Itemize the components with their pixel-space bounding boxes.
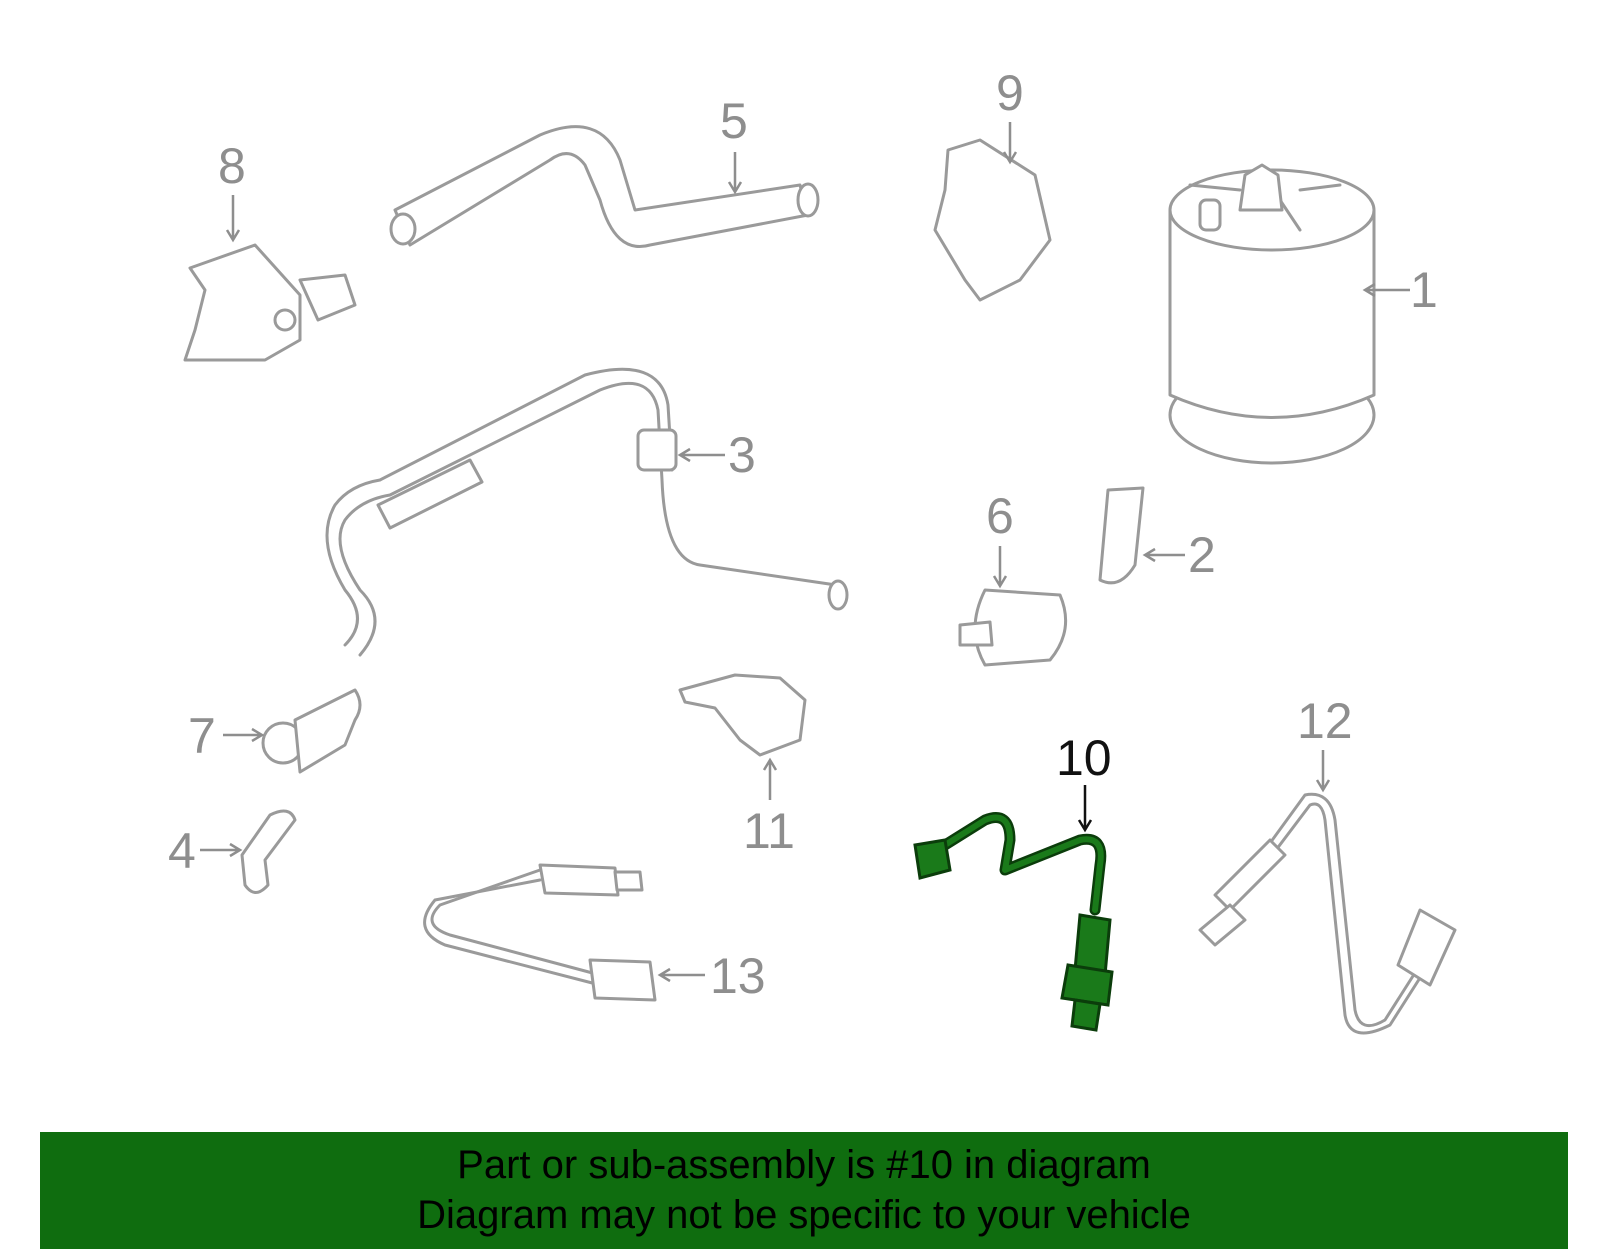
callout-3: 3 [728, 427, 756, 483]
callout-5: 5 [720, 93, 748, 149]
banner-line-1: Part or sub-assembly is #10 in diagram [457, 1143, 1151, 1187]
callout-8: 8 [218, 138, 246, 194]
part-11-bracket[interactable] [678, 673, 807, 757]
part-3-hose[interactable] [325, 367, 849, 657]
part-7-valve[interactable] [261, 688, 362, 774]
part-13-oxygen-sensor[interactable] [423, 863, 657, 1002]
callout-6: 6 [986, 488, 1014, 544]
part-6-filter[interactable] [958, 588, 1068, 667]
callout-12: 12 [1297, 693, 1353, 749]
info-banner: Part or sub-assembly is #10 in diagram D… [40, 1132, 1568, 1249]
callout-10: 10 [1056, 730, 1112, 786]
callout-7: 7 [188, 708, 216, 764]
callout-arrows [200, 122, 1410, 983]
part-8-solenoid[interactable] [183, 243, 357, 362]
callout-9: 9 [996, 65, 1024, 121]
part-10-oxygen-sensor[interactable] [913, 812, 1114, 1032]
callout-13: 13 [710, 948, 766, 1004]
part-9-sensor[interactable] [933, 138, 1052, 302]
callout-4: 4 [168, 823, 196, 879]
callout-2: 2 [1188, 527, 1216, 583]
banner-line-2: Diagram may not be specific to your vehi… [417, 1193, 1191, 1237]
part-5-hose[interactable] [389, 125, 820, 248]
part-4-elbow[interactable] [240, 809, 297, 894]
callout-11: 11 [743, 803, 795, 859]
part-1-canister[interactable] [1168, 163, 1376, 465]
part-12-oxygen-sensor[interactable] [1198, 792, 1457, 1035]
callout-1: 1 [1410, 262, 1438, 318]
part-2-hose[interactable] [1098, 486, 1145, 585]
